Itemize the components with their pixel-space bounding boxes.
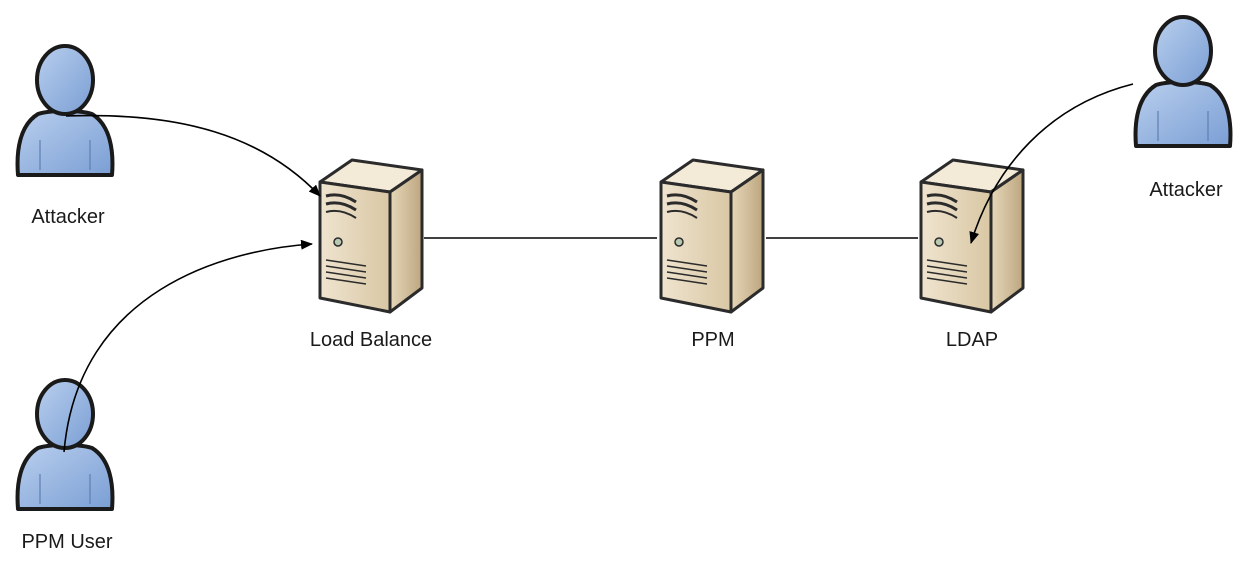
edge-ppm-user-to-load-balance (63, 239, 313, 453)
attacker-right-node (1136, 17, 1231, 146)
user-icon (15, 44, 115, 177)
server-icon (659, 158, 765, 314)
ldap-node (919, 158, 1025, 314)
attacker-left-node (15, 44, 115, 177)
load-balance-node (318, 158, 424, 314)
ppm-label: PPM (691, 329, 735, 351)
edge-attacker-to-load-balance (65, 114, 321, 197)
attacker-left-label: Attacker (31, 206, 105, 228)
ldap-label: LDAP (945, 329, 999, 351)
server-icon (919, 158, 1025, 314)
ppm-user-label: PPM User (21, 531, 113, 553)
ppm-node (659, 158, 765, 314)
server-icon (318, 158, 424, 314)
user-icon (1136, 17, 1231, 146)
load-balance-label: Load Balance (309, 329, 433, 351)
edge-attacker-to-ldap (969, 83, 1134, 244)
attacker-right-label: Attacker (1149, 179, 1223, 201)
